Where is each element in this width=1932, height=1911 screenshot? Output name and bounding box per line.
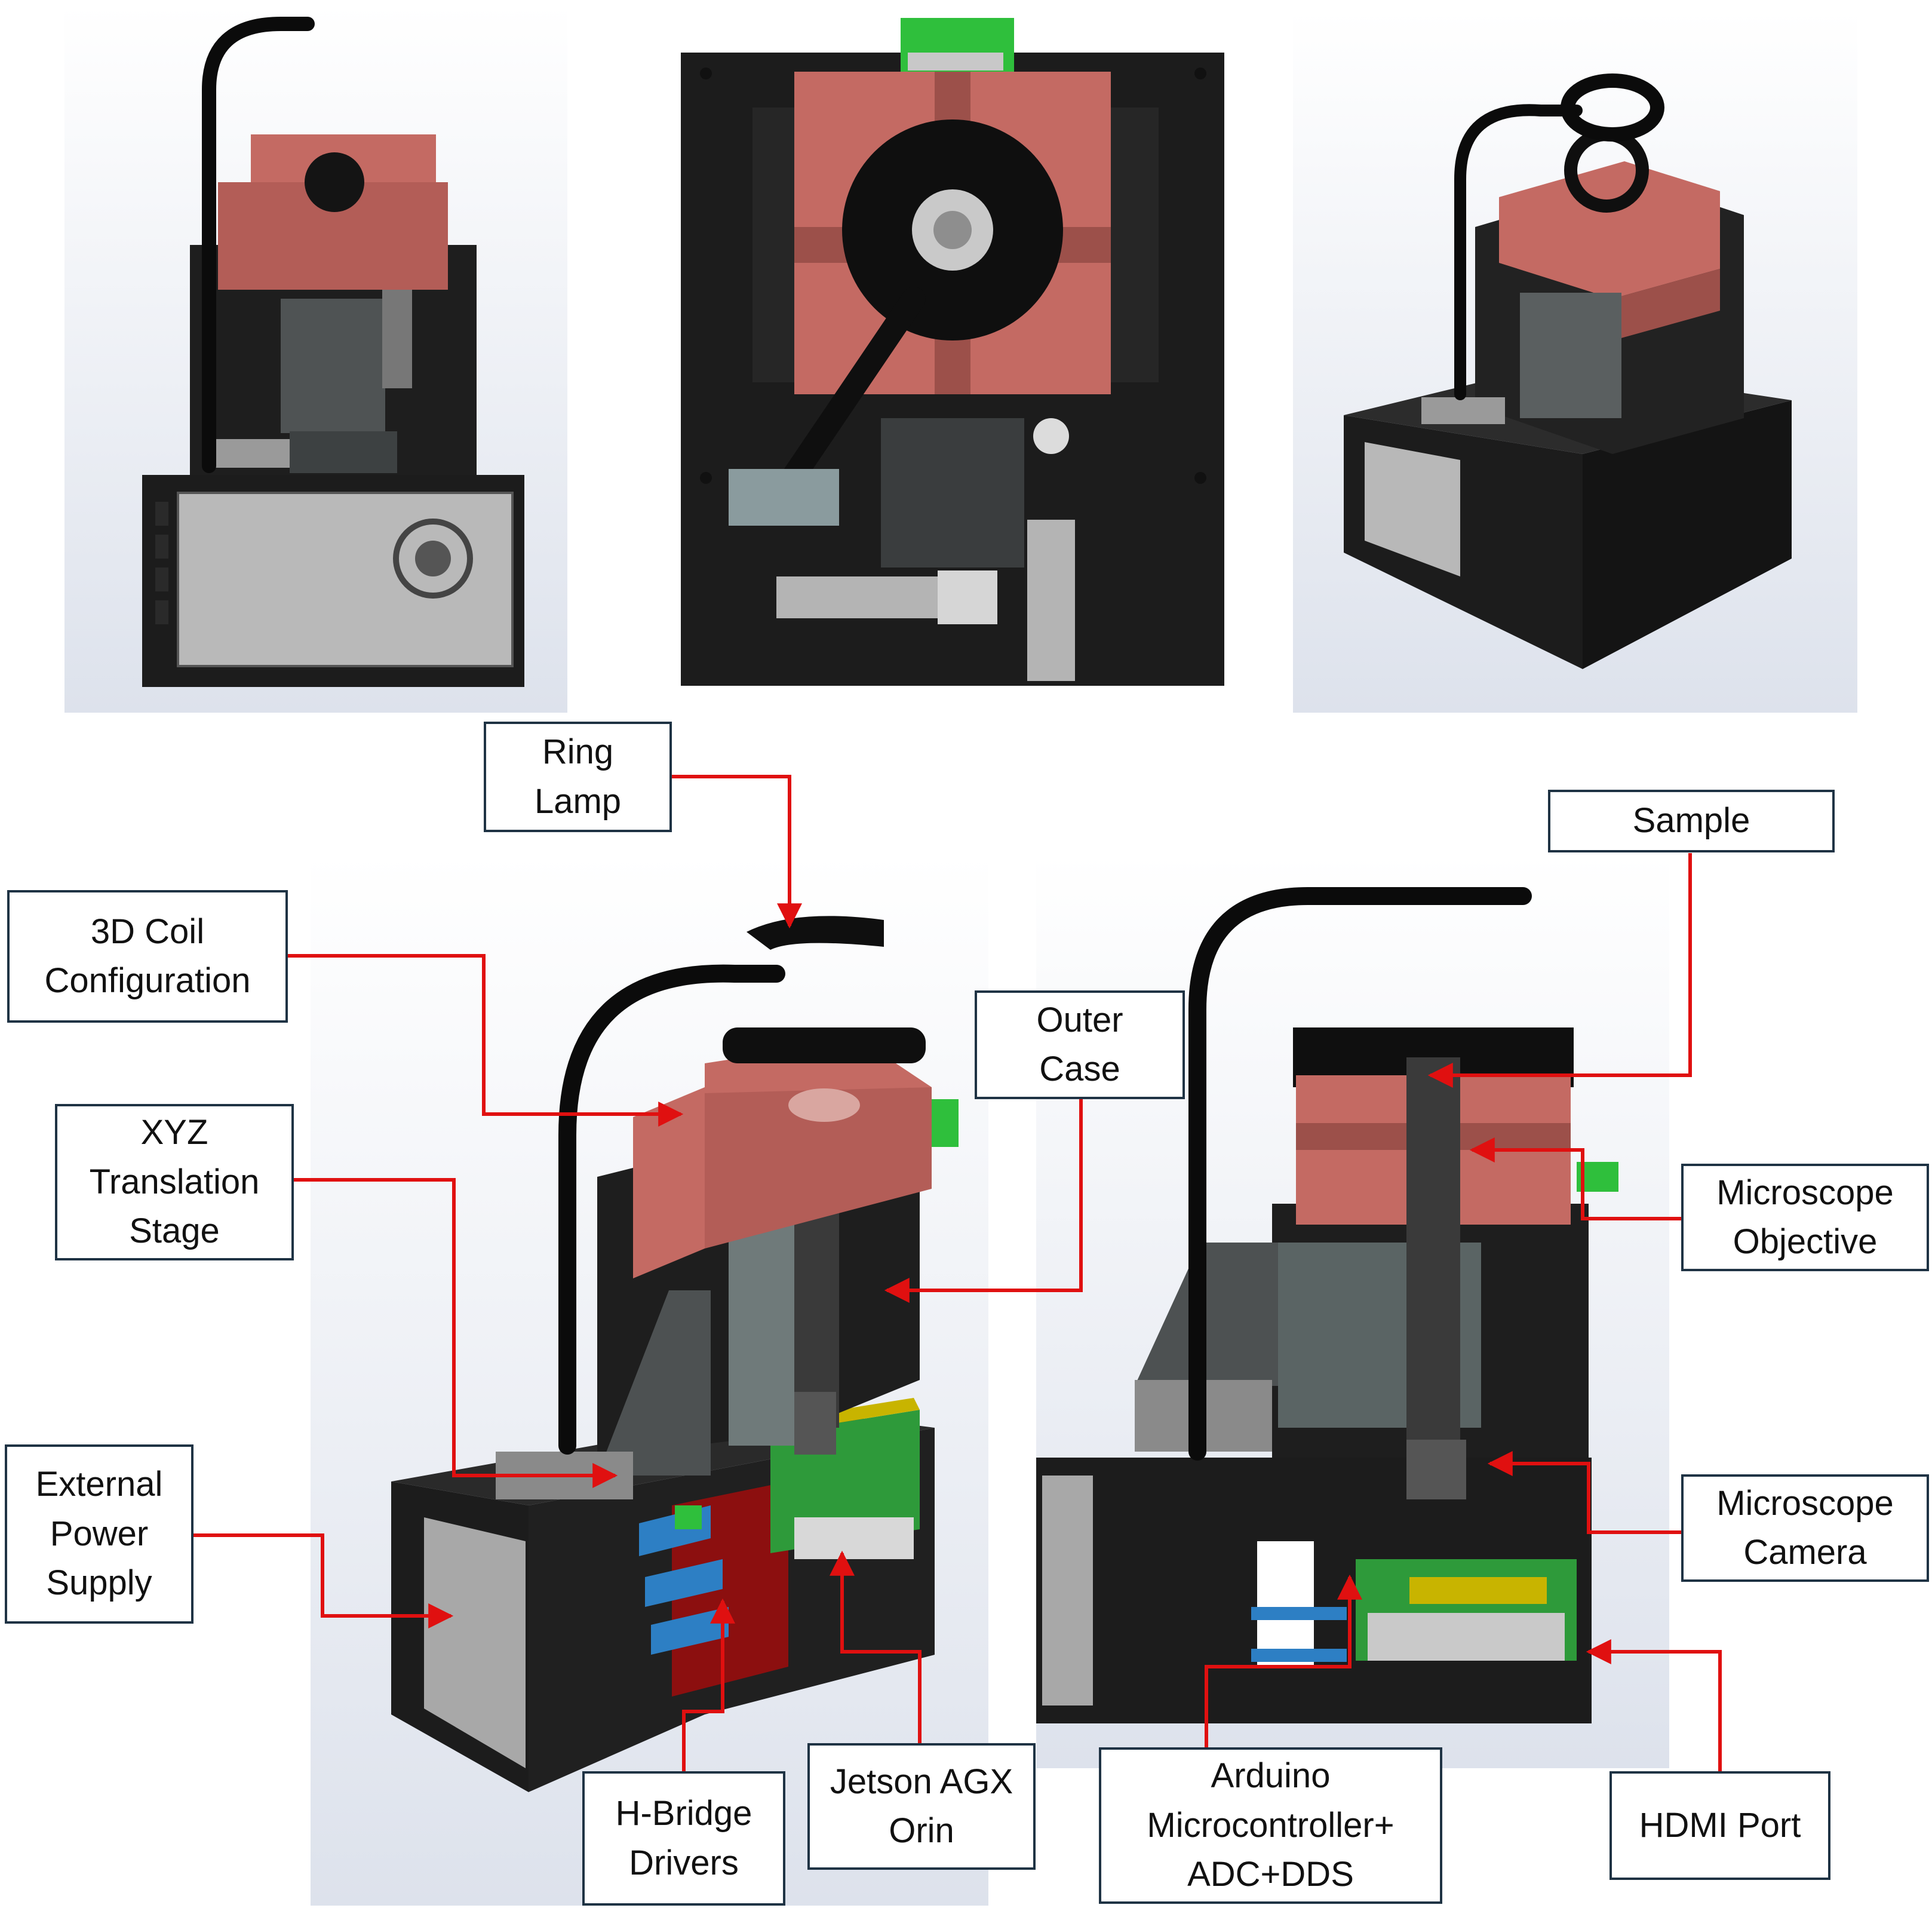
label-ring-lamp-text: Ring Lamp [534,732,622,821]
label-microscope-camera: Microscope Camera [1681,1474,1929,1582]
label-sample: Sample [1548,790,1835,852]
label-arduino-text: Arduino Microcontroller+ ADC+DDS [1147,1756,1395,1894]
label-outer-case-text: Outer Case [1036,1000,1123,1088]
label-jetson-text: Jetson AGX Orin [830,1762,1013,1850]
view-iso [1293,11,1857,713]
leader-ring-lamp [669,775,802,929]
view-section-left [311,854,988,1906]
label-external-power-supply: External Power Supply [5,1444,193,1624]
leader-outer-case [884,1099,1083,1303]
leader-hdmi-port [1586,1639,1722,1771]
leader-arduino [1205,1574,1362,1753]
label-xyz-text: XYZ Translation Stage [89,1113,260,1251]
leader-sample [1427,853,1692,1088]
leader-lines [192,775,1722,1774]
label-microscope-objective: Microscope Objective [1681,1164,1929,1271]
label-hdmi-port: HDMI Port [1610,1771,1830,1880]
label-h-bridge-drivers: H-Bridge Drivers [582,1771,785,1906]
label-ring-lamp: Ring Lamp [484,722,672,832]
leader-microscope-objective [1469,1137,1681,1220]
label-3d-coil-configuration: 3D Coil Configuration [7,890,288,1023]
leader-coil-config [285,954,684,1127]
label-objective-text: Microscope Objective [1716,1173,1894,1261]
leader-jetson [830,1550,922,1774]
view-top [681,18,1224,686]
label-hbridge-text: H-Bridge Drivers [615,1794,752,1882]
view-front [64,5,567,713]
label-sample-text: Sample [1632,801,1750,841]
label-arduino-microcontroller: Arduino Microcontroller+ ADC+DDS [1099,1747,1442,1904]
leader-h-bridge [682,1598,735,1773]
label-outer-case: Outer Case [975,990,1185,1099]
label-hdmi-text: HDMI Port [1639,1805,1801,1845]
label-jetson-agx-orin: Jetson AGX Orin [807,1743,1036,1870]
label-psu-text: External Power Supply [35,1465,163,1603]
label-coil-text: 3D Coil Configuration [44,912,251,1000]
leader-external-psu [192,1533,454,1628]
leader-microscope-camera [1487,1451,1681,1534]
label-xyz-translation-stage: XYZ Translation Stage [55,1104,294,1260]
label-camera-text: Microscope Camera [1716,1483,1894,1572]
leader-xyz-stage [293,1178,618,1488]
